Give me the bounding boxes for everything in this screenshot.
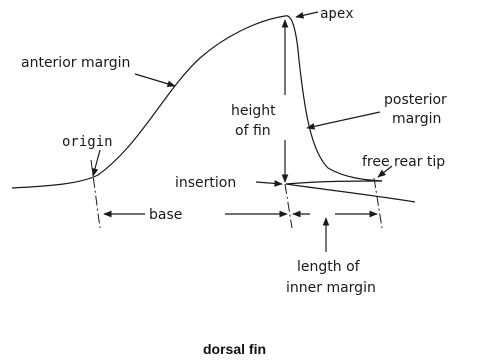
fin-outline bbox=[12, 16, 382, 188]
height-of-fin-label-line2: of fin bbox=[235, 123, 271, 139]
insertion-pointer-arrow bbox=[256, 182, 282, 184]
body-line bbox=[286, 184, 415, 202]
diagram-caption: dorsal fin bbox=[203, 341, 266, 357]
inner-margin-label-line2: inner margin bbox=[286, 280, 376, 296]
posterior-margin-pointer-arrow bbox=[307, 112, 380, 128]
origin-pointer-arrow bbox=[93, 150, 100, 176]
apex-label: apex bbox=[320, 6, 354, 22]
posterior-margin-label-line1: posterior bbox=[384, 92, 447, 108]
origin-extension-line bbox=[91, 160, 100, 228]
height-of-fin-label-line1: height bbox=[231, 103, 276, 119]
apex-pointer-arrow bbox=[296, 12, 318, 17]
inner-margin-line bbox=[286, 181, 382, 184]
insertion-label: insertion bbox=[175, 175, 236, 191]
free-rear-tip-extension-line bbox=[374, 178, 382, 228]
base-label: base bbox=[149, 207, 182, 223]
anterior-margin-label: anterior margin bbox=[21, 55, 130, 71]
anterior-margin-pointer-arrow bbox=[135, 74, 175, 86]
insertion-extension-line bbox=[285, 184, 292, 228]
origin-label: origin bbox=[62, 134, 113, 150]
free-rear-tip-label: free rear tip bbox=[362, 154, 445, 170]
inner-margin-label-line1: length of bbox=[297, 259, 361, 275]
posterior-margin-label-line2: margin bbox=[392, 111, 441, 127]
